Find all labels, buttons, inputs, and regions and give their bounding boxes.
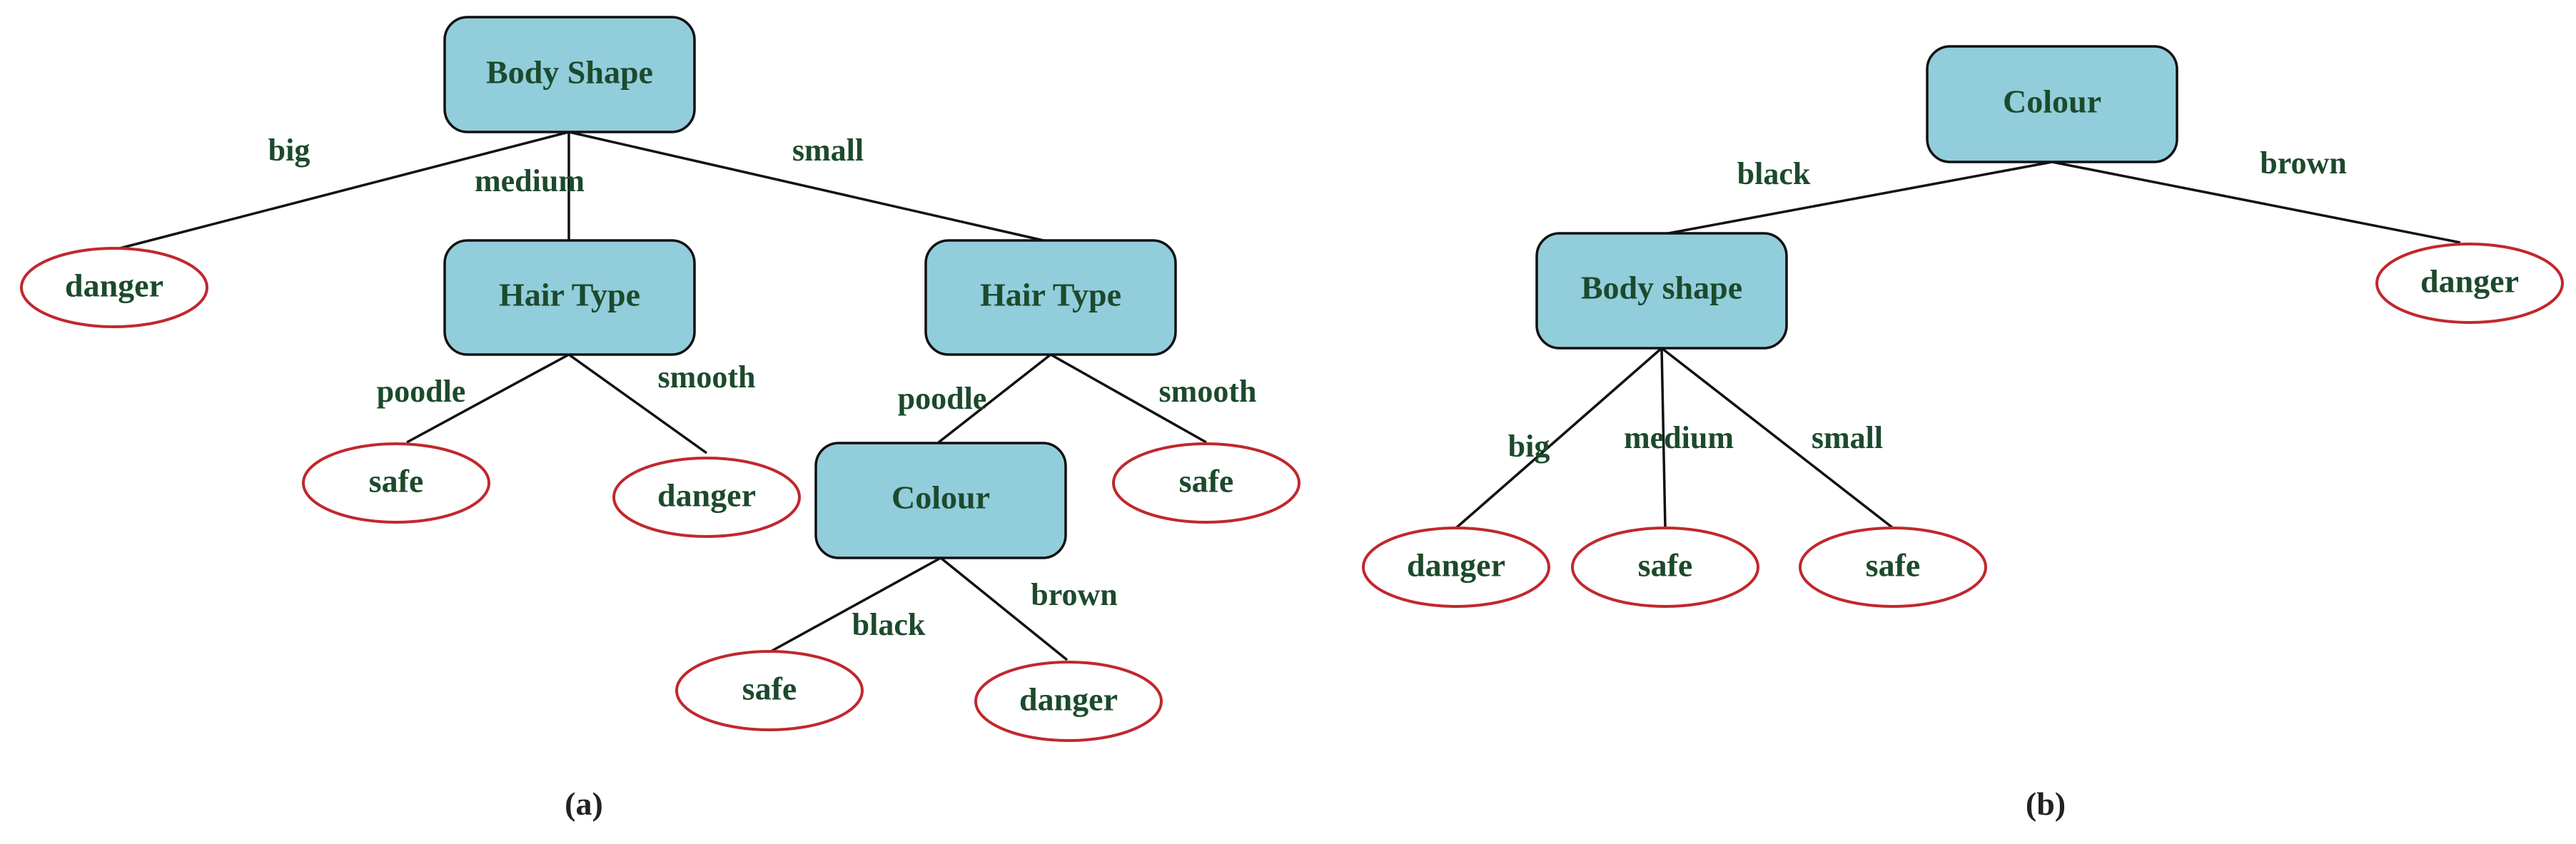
leaf-label: danger <box>1019 681 1118 718</box>
decision-node-colour: Colour <box>1926 45 2178 163</box>
edge-colour-black <box>770 556 941 653</box>
leaf-label: safe <box>1866 547 1921 584</box>
leaf-label: danger <box>657 477 756 514</box>
panel-b: Colour Body shape danger danger safe saf… <box>1362 45 2564 822</box>
node-label: Colour <box>892 479 990 516</box>
edge-label-medium-poodle: poodle <box>377 374 466 409</box>
caption-a: (a) <box>565 785 603 822</box>
leaf-label: safe <box>1179 463 1234 499</box>
leaf-label: safe <box>369 463 424 499</box>
leaf-node-medium-safe: safe <box>1571 527 1759 608</box>
edge-colour-brown <box>939 556 1069 661</box>
edge-label-small: small <box>792 133 864 168</box>
edge-body-big <box>113 131 570 251</box>
edge-label-small-smooth: smooth <box>1159 374 1257 409</box>
edge-body-small <box>568 131 1054 244</box>
edge-hair-medium-smooth <box>567 353 708 454</box>
leaf-node-black-safe: safe <box>675 650 864 731</box>
edge-body-medium <box>1660 347 1667 529</box>
decision-node-hair-type-small: Hair Type <box>924 239 1177 356</box>
leaf-node-medium-smooth-danger: danger <box>612 457 801 538</box>
leaf-node-medium-poodle-safe: safe <box>302 442 490 524</box>
leaf-label: danger <box>1407 547 1505 584</box>
leaf-label: danger <box>2420 263 2519 300</box>
leaf-label: safe <box>742 671 797 707</box>
leaf-node-brown-danger: danger <box>2375 243 2564 324</box>
edge-hair-small-smooth <box>1050 353 1207 444</box>
edge-body-small <box>1660 347 1894 529</box>
leaf-node-brown-danger: danger <box>974 661 1163 742</box>
leaf-node-small-safe: safe <box>1799 527 1987 608</box>
edge-colour-brown <box>2051 161 2461 244</box>
edge-hair-small-poodle <box>937 353 1052 444</box>
leaf-node-big-danger: danger <box>1362 527 1550 608</box>
edge-label-big: big <box>268 133 310 168</box>
edge-label-small-poodle: poodle <box>898 381 987 416</box>
edge-label-brown: brown <box>1031 577 1117 612</box>
edges-a <box>113 131 1207 661</box>
edge-label-black: black <box>1737 156 1811 191</box>
leaf-label: danger <box>65 268 163 304</box>
leaf-label: safe <box>1638 547 1693 584</box>
decision-node-colour: Colour <box>814 442 1067 559</box>
panel-a: Body Shape Hair Type Hair Type Colour da… <box>20 16 1300 822</box>
decision-node-body-shape: Body Shape <box>443 16 696 133</box>
edge-label-brown: brown <box>2260 146 2346 181</box>
node-label: Colour <box>2003 83 2101 120</box>
edge-hair-medium-poodle <box>406 353 570 444</box>
edge-colour-black <box>1664 161 2053 235</box>
node-label: Hair Type <box>499 277 640 313</box>
edge-label-black: black <box>852 607 926 642</box>
leaf-node-small-smooth-safe: safe <box>1112 442 1300 524</box>
edge-label-medium-smooth: smooth <box>658 360 756 395</box>
edge-label-medium: medium <box>475 163 585 198</box>
edge-label-small: small <box>1812 420 1883 455</box>
edges-b <box>1455 161 2461 529</box>
node-label: Hair Type <box>980 277 1121 313</box>
edge-label-big: big <box>1508 429 1550 464</box>
node-label: Body shape <box>1581 270 1742 306</box>
caption-b: (b) <box>2026 785 2066 822</box>
node-label: Body Shape <box>486 54 653 91</box>
decision-node-hair-type-medium: Hair Type <box>443 239 696 356</box>
edge-body-big <box>1455 347 1663 529</box>
decision-node-body-shape: Body shape <box>1535 232 1788 350</box>
leaf-node-big-danger: danger <box>20 247 208 328</box>
edge-label-medium: medium <box>1624 420 1734 455</box>
